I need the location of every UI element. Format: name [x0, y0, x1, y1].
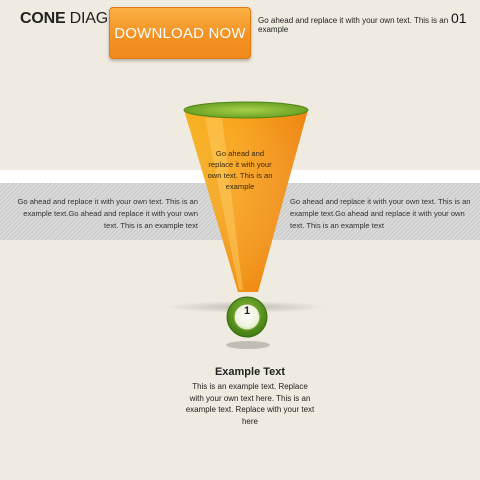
download-button[interactable]: DOWNLOAD NOW [109, 7, 251, 59]
cone-highlight [205, 118, 243, 290]
example-title: Example Text [214, 366, 286, 378]
right-text-block: Go ahead and replace it with your own te… [290, 197, 471, 230]
header-tagline: Go ahead and replace it with your own te… [258, 16, 449, 34]
example-body: This is an example text. Replace with yo… [185, 382, 315, 426]
slide-number: 01 [451, 10, 467, 26]
cone-top-rim [183, 101, 309, 119]
ball-shadow [226, 341, 270, 349]
cone-shading [184, 110, 308, 292]
ball-inner [233, 303, 261, 331]
title-bold: CONE [20, 10, 66, 27]
left-text-block: Go ahead and replace it with your own te… [17, 197, 198, 230]
cone-text: Go ahead and replace it with your own te… [207, 149, 273, 191]
step-number: 1 [243, 305, 251, 317]
